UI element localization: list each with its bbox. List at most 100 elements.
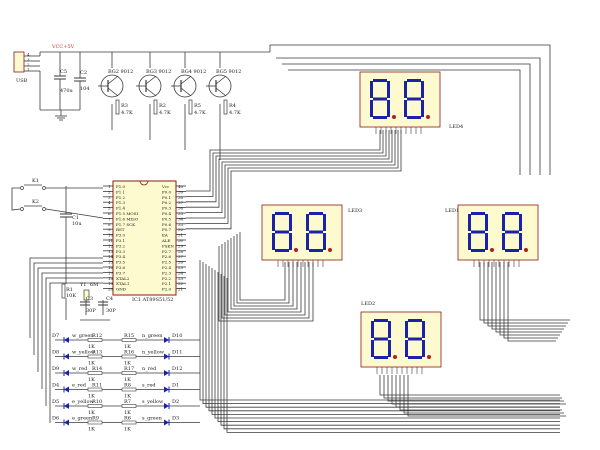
ic-pin-num: 6: [108, 211, 111, 216]
resistor-value: 1K: [124, 410, 131, 416]
seven-segment-led2: LED2: [360, 301, 442, 374]
resistor-ref: R12: [92, 333, 102, 339]
usb-label: USB: [16, 78, 28, 84]
ic-pin-num: 29: [178, 243, 184, 248]
resistor-value: 1K: [124, 361, 131, 367]
ic-pin-num: 2: [108, 189, 111, 194]
resistor-ref: R13: [92, 350, 102, 356]
led-color: e_red: [72, 383, 87, 389]
c4-value: 30P: [106, 308, 116, 314]
ic-pin-num: 11: [108, 238, 113, 243]
ic-pin-left: P3.4: [116, 254, 126, 259]
display-label: LED3: [348, 208, 362, 214]
ic-pin-num: 20: [108, 287, 114, 292]
ic-pin-left: P1.6 MISO: [116, 216, 139, 221]
k1-label: K1: [32, 178, 39, 184]
ic-label: IC1 AT89S51/52: [132, 297, 173, 303]
ic-pin-left: P1.3: [116, 200, 126, 205]
ic-pin-num: 18: [108, 276, 114, 281]
ic-pin-right: P0.7: [162, 227, 172, 232]
ic-pin-right: P0.2: [162, 200, 172, 205]
ic-pin-num: 40: [178, 184, 184, 189]
usb-pin-2: 2: [27, 62, 30, 67]
ic-pin-num: 9: [108, 227, 111, 232]
resistor-ref: R5: [194, 103, 201, 109]
resistor-ref: R15: [124, 333, 134, 339]
switch-k1: K1: [20, 178, 46, 190]
ic-pin-num: 8: [108, 222, 111, 227]
resistor-value: 1K: [88, 394, 95, 400]
resistor-value: 4.7K: [121, 110, 133, 116]
resistor-ref: R6: [124, 416, 131, 422]
resistor-value: 1K: [88, 361, 95, 367]
led-ref: D4: [52, 383, 59, 389]
ic-pin-num: 30: [178, 238, 184, 243]
ic-pin-num: 31: [178, 233, 183, 238]
resistor-ref: R17: [124, 366, 134, 372]
ic-pin-left: P1.5 MOSI: [116, 211, 138, 216]
led-color: n_red: [142, 366, 157, 372]
k2-label: K2: [32, 199, 39, 205]
led-ref: D2: [172, 399, 179, 405]
led-color: n_green: [142, 333, 163, 339]
y1-value: 6M: [90, 282, 98, 288]
c2-ref: C2: [80, 70, 87, 76]
ic-pin-num: 5: [108, 206, 111, 211]
ic-pin-num: 17: [108, 270, 114, 275]
ic-pin-left: P1.0: [116, 184, 126, 189]
ic-pin-right: P0.3: [162, 206, 172, 211]
resistor-value: 1K: [88, 344, 95, 350]
ic-pin-right: P2.2: [162, 276, 172, 281]
switch-k2: K2: [20, 199, 46, 211]
ic-pin-left: P3.5: [116, 260, 126, 265]
ic-pin-num: 15: [108, 260, 114, 265]
ic-pin-num: 19: [108, 281, 114, 286]
capacitor-c2: C2 104: [74, 70, 90, 92]
transistor-ref: BG4 9012: [181, 69, 206, 75]
seven-segment-led4: LED4: [359, 71, 463, 134]
led-color: n_yellow: [142, 350, 165, 356]
c3-value: 30P: [86, 308, 96, 314]
wires: [11, 44, 570, 433]
led-color: s_red: [142, 383, 156, 389]
ic-pin-num: 13: [108, 249, 114, 254]
ic-pin-left: P3.3: [116, 249, 126, 254]
led-color: s_green: [142, 416, 163, 422]
y1-ref: Y1: [79, 282, 86, 288]
resistor-ref: R9: [92, 416, 99, 422]
transistor-ref: BG3 9012: [146, 69, 171, 75]
ic-pin-right: P2.3: [162, 270, 172, 275]
r1-value: 10K: [66, 293, 76, 299]
led-color: e_yellow: [72, 399, 94, 405]
ic-pin-num: 22: [178, 281, 184, 286]
ic-pin-num: 32: [178, 227, 184, 232]
ic-pin-num: 34: [178, 216, 184, 221]
led-ref: D8: [52, 350, 59, 356]
resistor-value: 1K: [124, 344, 131, 350]
ic-pin-num: 12: [108, 243, 114, 248]
ic-pin-left: P3.2: [116, 243, 126, 248]
resistor-ref: R7: [124, 399, 131, 405]
resistor-value: 1K: [88, 427, 95, 433]
resistor-value: 1K: [88, 377, 95, 383]
ic-pin-right: P2.6: [162, 254, 172, 259]
c1-ref: C1: [72, 215, 79, 221]
ic-pin-num: 21: [178, 287, 183, 292]
ground-symbol: [55, 115, 67, 121]
ic-pin-num: 37: [178, 200, 184, 205]
resistor-value: 1K: [124, 394, 131, 400]
ic-pin-right: P0.1: [162, 195, 171, 200]
c3-ref: C3: [86, 296, 93, 302]
resistor-ref: R11: [92, 383, 102, 389]
led-ref: D11: [172, 350, 182, 356]
resistor-ref: R10: [92, 399, 102, 405]
